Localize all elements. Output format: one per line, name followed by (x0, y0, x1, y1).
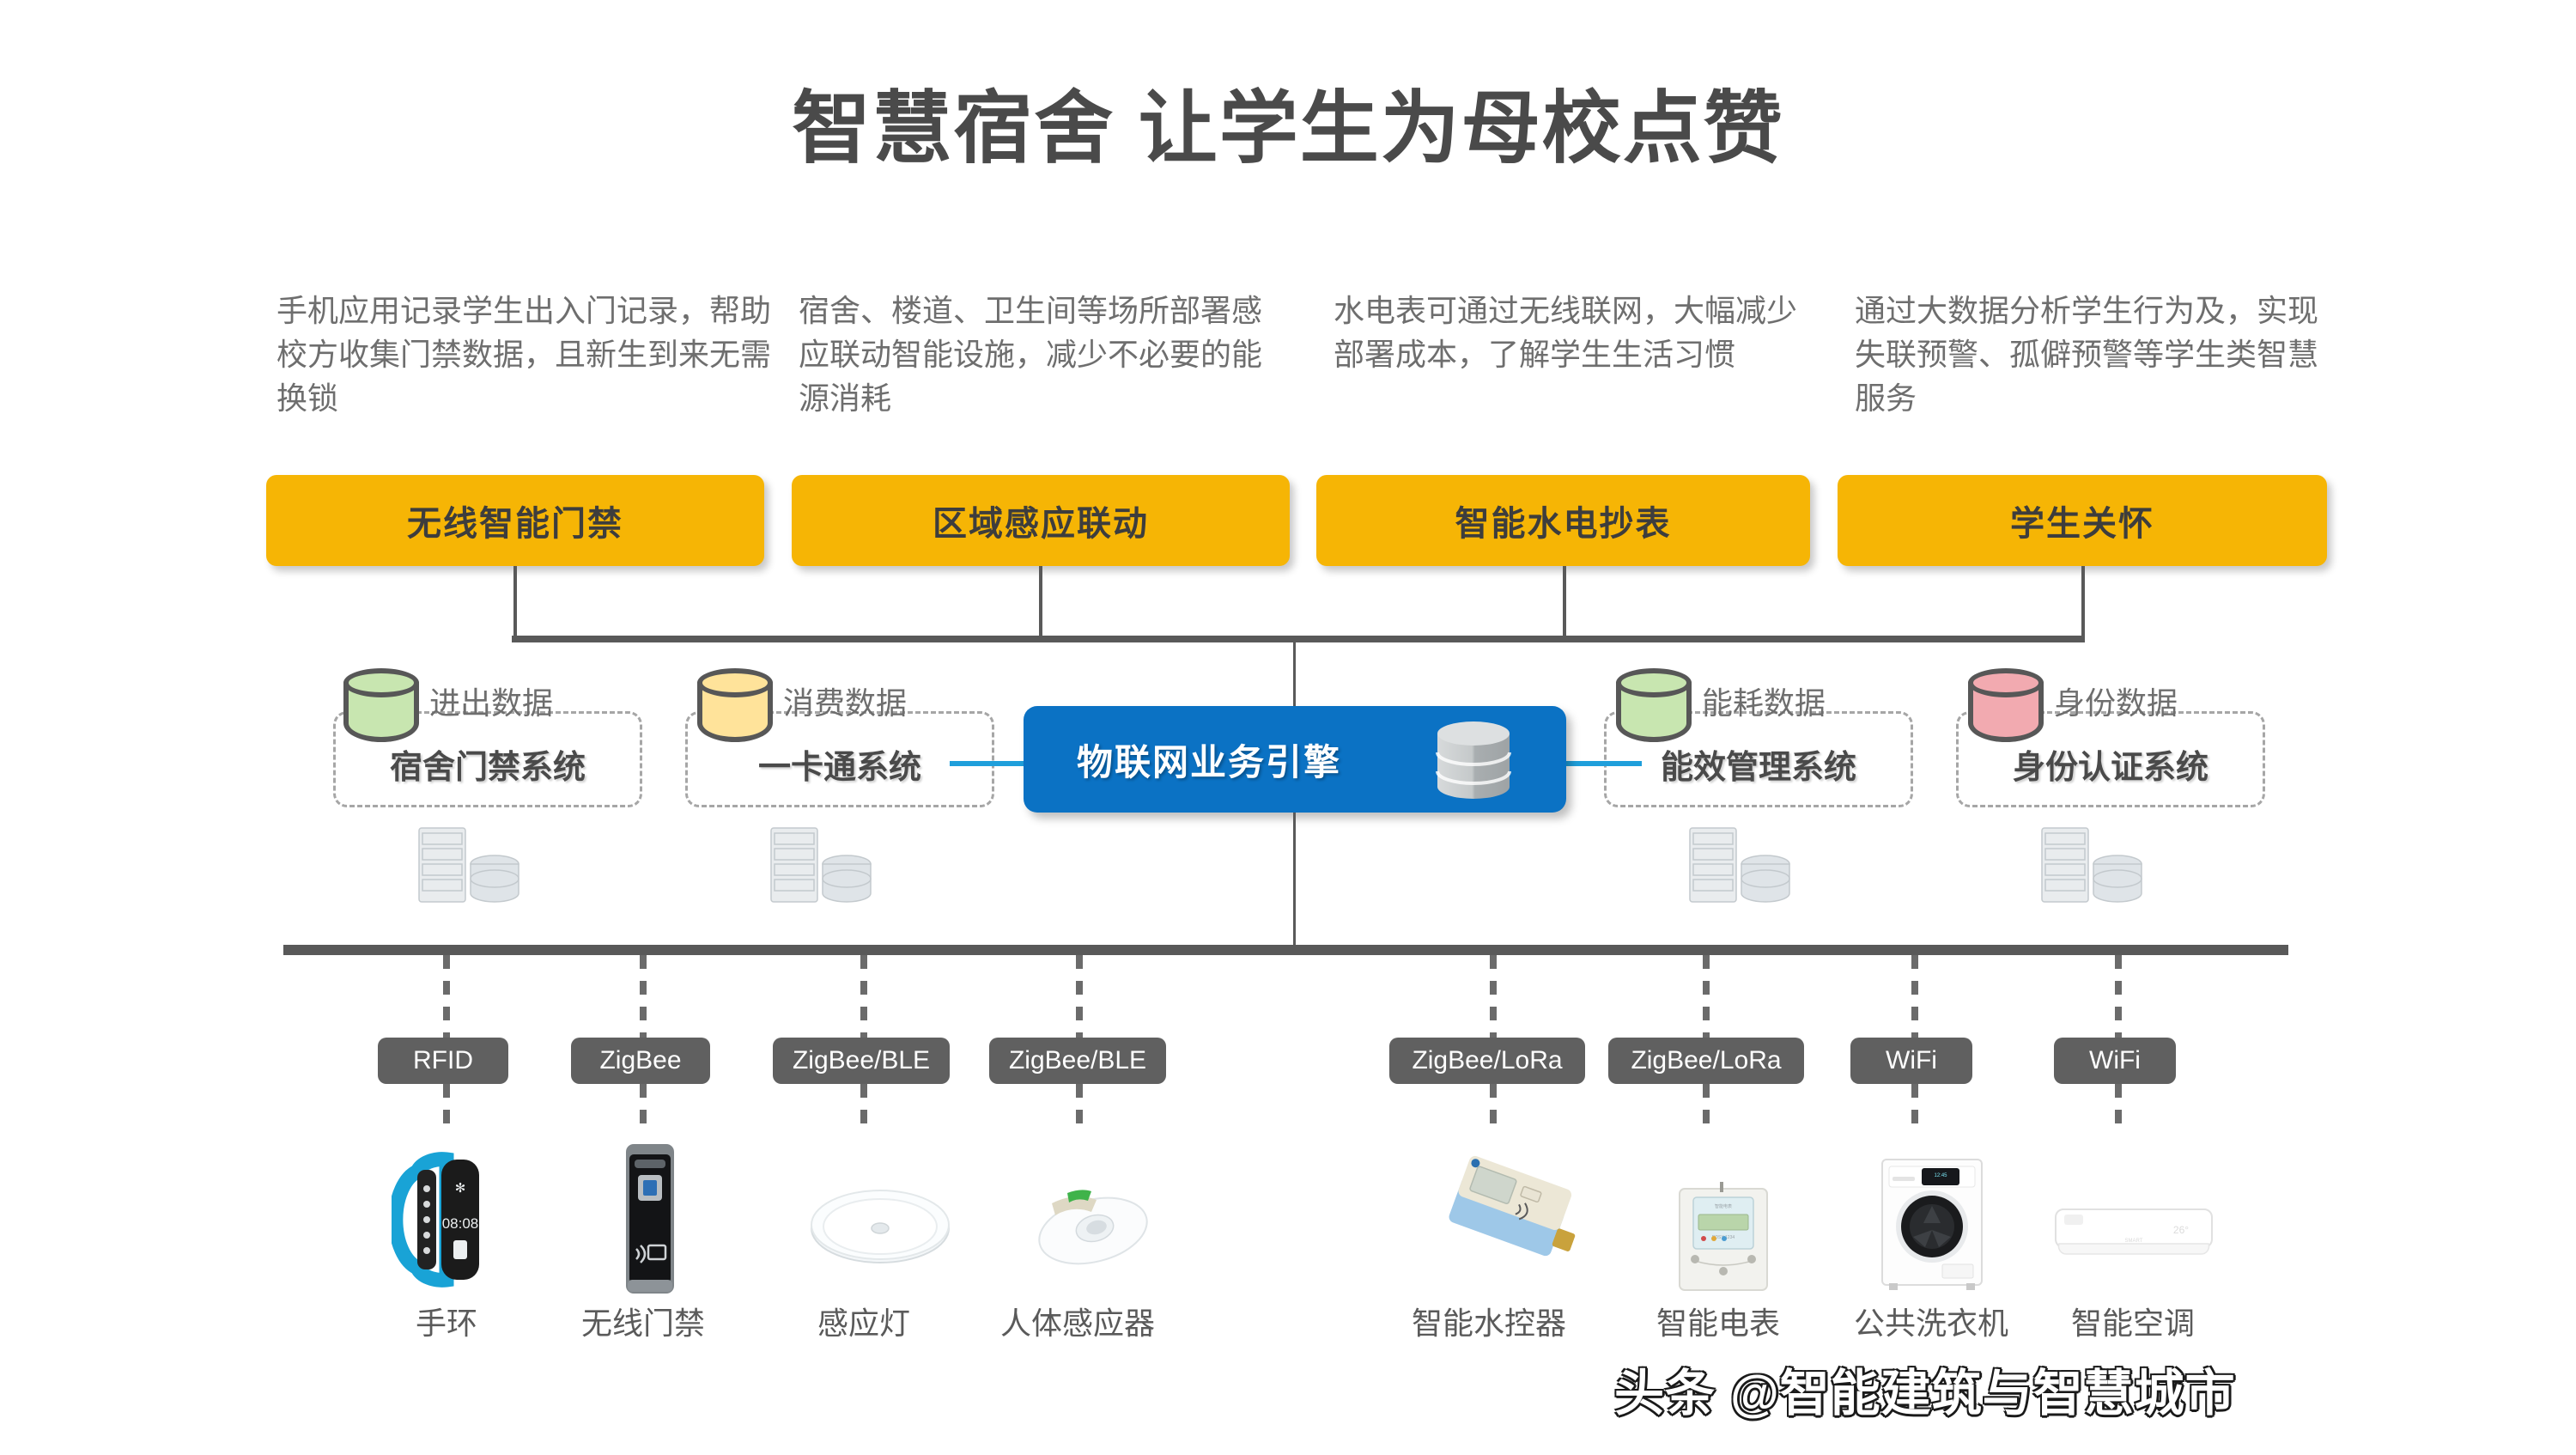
protocol-tag-zigbee[interactable]: ZigBee (571, 1038, 710, 1084)
access-terminal-icon (626, 1144, 674, 1294)
connector-banner-1-drop (1039, 566, 1042, 639)
dashed-drop-dev-1 (640, 1084, 647, 1129)
device-label-water-meter: 智能水控器 (1411, 1306, 1566, 1341)
protocol-tag-zigbee-lora-2[interactable]: ZigBee/LoRa (1608, 1038, 1804, 1084)
system-box-identity-auth[interactable] (1956, 711, 2265, 807)
dashed-drop-dev-7 (2115, 1084, 2122, 1129)
dashed-drop-3 (1076, 955, 1083, 1038)
connector-banner-0-drop (513, 566, 517, 639)
device-label-air-conditioner: 智能空调 (2070, 1306, 2195, 1341)
system-box-dorm-access[interactable] (333, 711, 642, 807)
svg-text:SMART: SMART (2125, 1239, 2143, 1244)
protocol-tag-zigbee-ble-2[interactable]: ZigBee/BLE (989, 1038, 1166, 1084)
system-box-one-card[interactable] (685, 711, 994, 807)
page-title: 智慧宿舍 让学生为母校点赞 (792, 85, 1784, 173)
device-label-access-terminal: 无线门禁 (581, 1306, 706, 1341)
device-label-electric-meter: 智能电表 (1656, 1306, 1780, 1341)
svg-text:✻: ✻ (455, 1181, 466, 1196)
svg-text:智能电表: 智能电表 (1715, 1203, 1732, 1209)
database-icon (1436, 721, 1511, 799)
dashed-drop-dev-2 (860, 1084, 867, 1129)
server-stack-icon (1689, 827, 1790, 903)
dashed-drop-2 (860, 955, 867, 1038)
data-caption-entry-exit: 进出数据 (429, 685, 554, 721)
connector-left-to-engine (950, 761, 1027, 766)
sensor-lamp-icon (811, 1190, 950, 1263)
svg-text:08:08: 08:08 (442, 1215, 479, 1232)
device-bus-bar (283, 945, 2288, 955)
server-stack-icon (2041, 827, 2142, 903)
dashed-drop-0 (443, 955, 450, 1038)
protocol-tag-wifi-2[interactable]: WiFi (2054, 1038, 2176, 1084)
washing-machine-icon: 12:45 (1881, 1159, 1983, 1290)
system-label-energy-mgmt: 能效管理系统 (1660, 750, 1856, 786)
dashed-drop-6 (1911, 955, 1918, 1038)
dashed-drop-dev-0 (443, 1084, 450, 1129)
smart-band-icon: ✻ 08:08 (392, 1152, 479, 1288)
banner-area-sensing[interactable]: 区域感应联动 (792, 475, 1290, 566)
protocol-tag-wifi-1[interactable]: WiFi (1850, 1038, 1972, 1084)
svg-text:12:45: 12:45 (1934, 1173, 1947, 1178)
smart-electric-meter-icon: 智能电表 DDSY 1234 (1679, 1182, 1768, 1291)
system-label-dorm-access: 宿舍门禁系统 (389, 750, 586, 786)
description-wireless-access: 手机应用记录学生出入门记录，帮助校方收集门禁数据，且新生到来无需换锁 (276, 293, 772, 417)
system-label-identity-auth: 身份认证系统 (2012, 750, 2208, 786)
system-label-one-card: 一卡通系统 (757, 750, 921, 786)
motion-sensor-icon (1038, 1190, 1148, 1265)
connector-banner-2-drop (1563, 566, 1566, 639)
cylinder-icon-entry-exit-data (343, 668, 419, 752)
protocol-tag-rfid[interactable]: RFID (378, 1038, 508, 1084)
dashed-drop-4 (1490, 955, 1497, 1038)
protocol-tag-zigbee-ble-1[interactable]: ZigBee/BLE (773, 1038, 950, 1084)
engine-label: 物联网业务引擎 (1077, 741, 1342, 782)
dashed-drop-dev-5 (1703, 1084, 1710, 1129)
banner-wireless-access[interactable]: 无线智能门禁 (266, 475, 764, 566)
dashed-drop-5 (1703, 955, 1710, 1038)
device-label-motion-sensor: 人体感应器 (999, 1306, 1155, 1341)
dashed-drop-7 (2115, 955, 2122, 1038)
banner-meter-reading[interactable]: 智能水电抄表 (1316, 475, 1810, 566)
cylinder-icon-consumption-data (697, 668, 773, 752)
connector-top-bus (512, 636, 2085, 642)
data-caption-energy: 能耗数据 (1702, 685, 1826, 721)
svg-text:26°: 26° (2173, 1224, 2189, 1236)
device-label-sensor-lamp: 感应灯 (817, 1306, 910, 1341)
server-stack-icon (418, 827, 519, 903)
protocol-tag-zigbee-lora-1[interactable]: ZigBee/LoRa (1389, 1038, 1585, 1084)
air-conditioner-icon: 26° SMART (2055, 1208, 2213, 1255)
dashed-drop-dev-4 (1490, 1084, 1497, 1129)
data-caption-consumption: 消费数据 (783, 685, 908, 721)
connector-banner-3-drop (2081, 566, 2085, 639)
dashed-drop-1 (640, 955, 647, 1038)
iot-business-engine[interactable]: 物联网业务引擎 (1024, 706, 1566, 813)
smart-water-meter-icon (1449, 1155, 1576, 1257)
system-box-energy-mgmt[interactable] (1604, 711, 1913, 807)
dashed-drop-dev-3 (1076, 1084, 1083, 1129)
cylinder-icon-identity-data (1968, 668, 2044, 752)
banner-student-care[interactable]: 学生关怀 (1838, 475, 2327, 566)
connector-engine-to-right (1564, 761, 1642, 766)
server-stack-icon (770, 827, 872, 903)
description-student-care: 通过大数据分析学生行为及，实现失联预警、孤僻预警等学生类智慧服务 (1855, 293, 2319, 417)
connector-bus-to-engine (1293, 639, 1296, 709)
description-meter-reading: 水电表可通过无线联网，大幅减少部署成本，了解学生生活习惯 (1334, 293, 1798, 373)
watermark: 头条 @智能建筑与智慧城市 (1614, 1366, 2236, 1422)
description-area-sensing: 宿舍、楼道、卫生间等场所部署感应联动智能设施，减少不必要的能源消耗 (799, 293, 1263, 417)
device-label-washing-machine: 公共洗衣机 (1853, 1306, 2008, 1341)
data-caption-identity: 身份数据 (2054, 685, 2178, 721)
device-label-smart-band: 手环 (415, 1306, 477, 1341)
connector-engine-to-device-bus (1293, 813, 1296, 948)
dashed-drop-dev-6 (1911, 1084, 1918, 1129)
cylinder-icon-energy-data (1616, 668, 1692, 752)
